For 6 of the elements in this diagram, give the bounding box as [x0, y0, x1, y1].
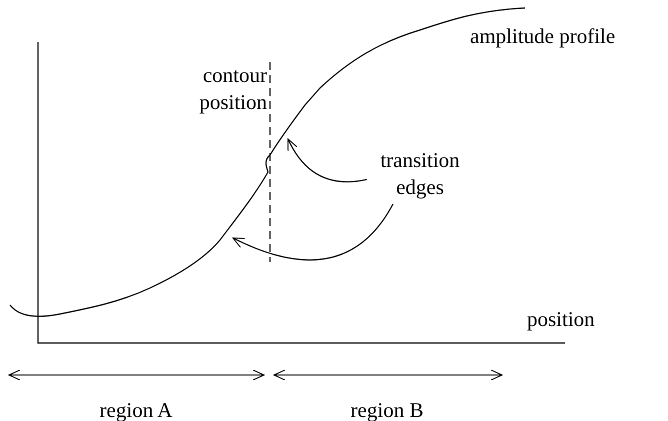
- contour-label: contour position: [198, 62, 267, 116]
- axis-label: position: [527, 306, 595, 333]
- curve-label: amplitude profile: [470, 23, 616, 50]
- callout-text: transition edges: [370, 147, 470, 201]
- leader-line: [287, 138, 368, 182]
- leader-line: [232, 204, 394, 260]
